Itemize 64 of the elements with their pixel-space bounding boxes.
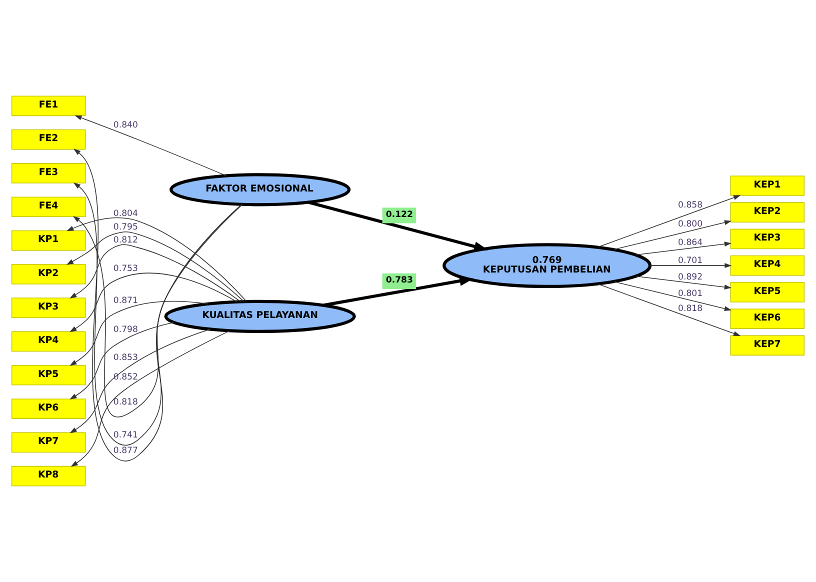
arrow: [70, 300, 208, 366]
edge-label: 0.753: [113, 264, 138, 274]
node-box: KP7: [11, 432, 86, 453]
edge-label: 0.818: [113, 398, 138, 408]
node-box: FE4: [11, 196, 86, 218]
node-ellipse: FAKTOR EMOSIONAL: [170, 173, 351, 206]
node-box: KEP1: [730, 176, 805, 196]
arrow: [636, 276, 732, 290]
edge-label: 0.804: [113, 209, 138, 220]
edge-label: 0.852: [113, 372, 138, 383]
arrow: [72, 204, 243, 417]
node-ellipse: 0.769 KEPUTUSAN PEMBELIAN: [442, 243, 652, 288]
node-box: KP1: [11, 230, 86, 251]
node-box: KP4: [11, 331, 86, 352]
edge-label: 0.864: [678, 238, 703, 248]
arrow: [70, 328, 210, 434]
arrow: [322, 276, 474, 307]
node-box: KEP7: [730, 335, 805, 356]
arrow: [70, 272, 238, 332]
edge-label: 0.853: [113, 353, 138, 364]
edge-label: 0.800: [678, 219, 703, 230]
node-box: KP2: [11, 264, 86, 284]
node-box: KP6: [11, 398, 86, 419]
edge-label: 0.877: [113, 446, 138, 456]
arrow: [66, 217, 247, 302]
node-box: KEP2: [730, 202, 805, 223]
edge-label: 0.858: [678, 200, 703, 210]
edge-label: 0.798: [113, 324, 138, 335]
node-box: KEP4: [730, 255, 805, 276]
edge-label: 0.783: [386, 276, 414, 286]
node-box: KP8: [11, 466, 86, 486]
edge-label: 0.871: [113, 296, 138, 306]
arrow: [308, 200, 488, 252]
node-box: KEP3: [730, 228, 805, 250]
edge-label: 0.801: [678, 288, 703, 299]
node-box: KEP6: [730, 308, 805, 329]
arrow: [636, 242, 732, 256]
node-box: KP5: [11, 364, 86, 386]
arrow: [613, 220, 732, 250]
node-box: KP3: [11, 298, 86, 318]
arrow: [598, 284, 741, 336]
node-box: FE1: [11, 96, 86, 116]
arrow: [74, 115, 227, 176]
edge-label: 0.840: [113, 120, 138, 131]
node-box: FE2: [11, 129, 86, 150]
arrow: [70, 330, 230, 467]
arrow: [70, 244, 242, 302]
edge-label: 0.818: [678, 304, 703, 314]
arrow: [74, 148, 242, 462]
arrow: [598, 195, 741, 248]
edge-label: 0.741: [113, 430, 138, 441]
edge-label: 0.701: [678, 256, 703, 266]
edge-label: 0.892: [678, 272, 703, 282]
arrow: [613, 281, 732, 311]
arrow: [73, 182, 242, 446]
edge-label: 0.812: [113, 236, 138, 246]
node-box: FE3: [11, 163, 86, 184]
node-box: KEP5: [730, 282, 805, 302]
edge-label: 0.795: [113, 222, 138, 232]
arrow: [66, 231, 244, 302]
node-ellipse: KUALITAS PELAYANAN: [164, 300, 356, 333]
arrow: [650, 263, 732, 268]
edge-label: 0.122: [386, 210, 414, 220]
arrow: [70, 322, 174, 400]
